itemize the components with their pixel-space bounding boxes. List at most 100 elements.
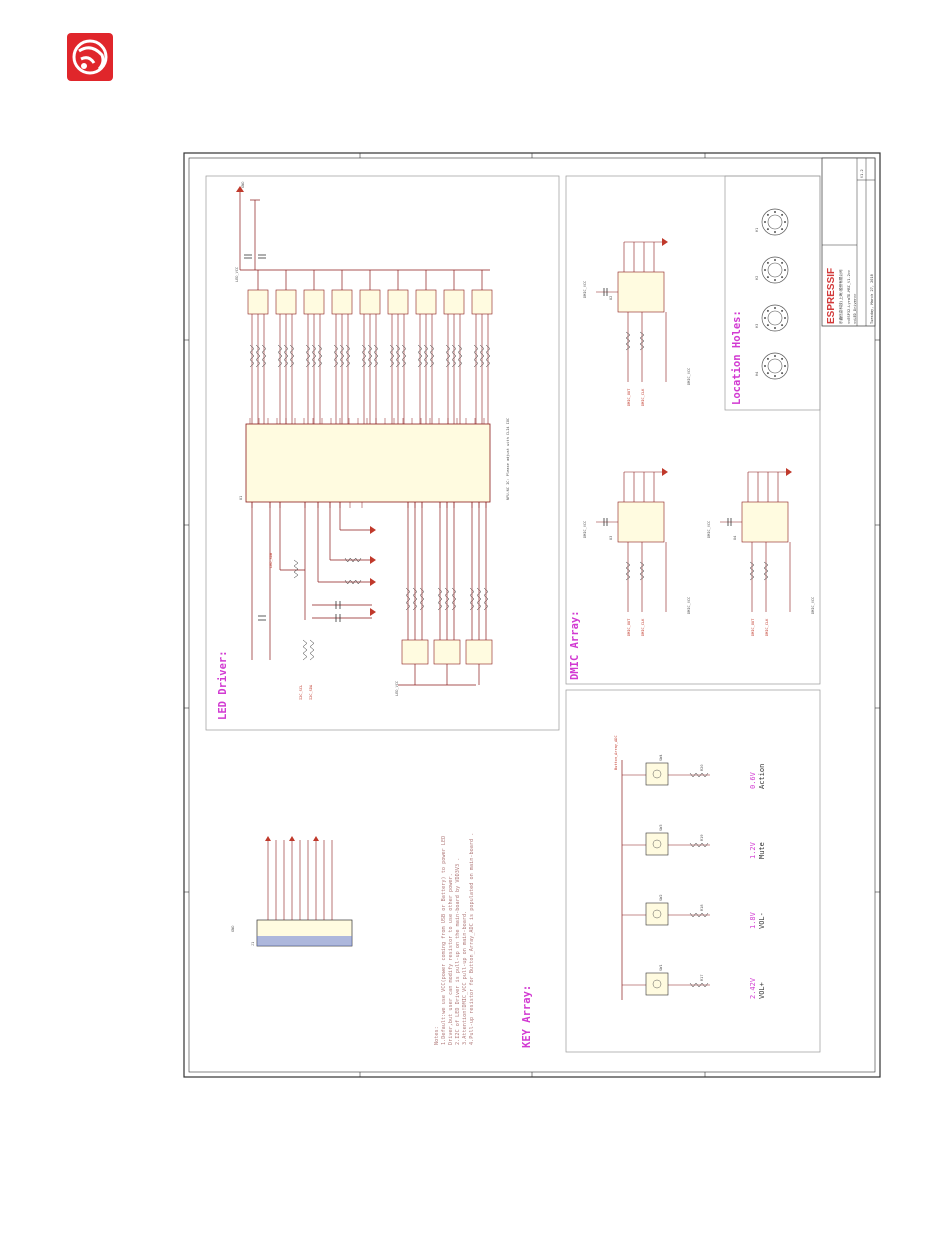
dmic1-ref: U2 xyxy=(609,296,613,300)
title-rev: V1.2 xyxy=(860,169,864,178)
pullup-resistor xyxy=(293,559,299,579)
key-resistor-ref: R20 xyxy=(700,765,704,772)
rext-resistor xyxy=(344,579,362,585)
note-line: 2.I2C of LED Driver is pull-up on the ma… xyxy=(455,858,461,1045)
location-hole-via xyxy=(766,213,769,216)
location-hole-inner xyxy=(767,358,783,374)
rext-resistor xyxy=(344,557,362,563)
bottom-led-resistor xyxy=(476,587,482,611)
dmic1-clk-label: DMIC_CLK xyxy=(641,388,645,406)
led-driver-bottom-wires xyxy=(398,502,487,686)
led-channel-resistor xyxy=(417,344,423,368)
led-driver-ic-note: NFU-NC IC: Please adjust with CLI4 IOC xyxy=(506,418,510,500)
led-channel-resistor xyxy=(451,344,457,368)
location-hole-via xyxy=(784,317,786,319)
led-supply-wires xyxy=(239,190,490,271)
notes: Notes:1.Default:we use VCC(power coming … xyxy=(434,833,475,1045)
location-hole-via xyxy=(766,276,769,279)
bottom-rgb-led xyxy=(401,639,429,665)
dmic2-ref: U3 xyxy=(609,536,613,540)
location-hole-via xyxy=(774,375,776,377)
dmic3-ref: U4 xyxy=(733,536,737,540)
location-hole-via xyxy=(774,327,776,329)
location-hole-via xyxy=(781,372,784,375)
led-sdb-label: LED_SDB xyxy=(269,553,273,568)
connector-gnd-label: GND xyxy=(231,926,235,933)
key-voltage: 1.8V xyxy=(749,911,757,929)
key-switch-body xyxy=(645,972,669,996)
key-name: Mute xyxy=(758,842,766,859)
supply-caps xyxy=(244,254,266,259)
key-resistor xyxy=(689,912,709,918)
location-hole-via xyxy=(764,269,766,271)
title-company-cn: 乐鑫信息科技(上海)股份有限公司 xyxy=(838,269,843,324)
dmic-array-heading: DMIC Array: xyxy=(569,610,581,680)
location-hole-via xyxy=(784,221,786,223)
note-line: Notes: xyxy=(434,1026,440,1045)
led-channel-resistor xyxy=(367,344,373,368)
dmic-gnd-symbol xyxy=(662,468,668,476)
location-hole-ref: H4 xyxy=(755,372,759,376)
location-hole-ref: H3 xyxy=(755,324,759,328)
note-line: 4.Pull-up resistor for Button_Array_ADC … xyxy=(469,833,475,1045)
note-line: 1.Default:we use VCC(power coming from U… xyxy=(441,836,447,1045)
note-line: 3.Attention!DMIC_VCC pull-up on main-boa… xyxy=(462,911,468,1045)
location-hole-via xyxy=(784,365,786,367)
led-channel-resistor xyxy=(473,344,479,368)
led-vcc-bottom-label: LED_VCC xyxy=(395,681,399,696)
rgb-led xyxy=(359,289,381,315)
dmic3-clk-label: DMIC_CLK xyxy=(765,618,769,636)
led-i2c-sda-label: I2C_SDA xyxy=(309,684,313,700)
dmic3-out-label: DMIC_OUT xyxy=(751,618,755,636)
location-hole-via xyxy=(766,324,769,327)
dmic-resistor xyxy=(625,561,631,581)
frame-ticks xyxy=(184,153,880,1077)
led-vcc-label: LED_VCC xyxy=(235,267,239,282)
key-array-heading: KEY Array: xyxy=(521,985,533,1048)
led-driver-ic xyxy=(245,423,491,503)
bottom-rgb-led xyxy=(465,639,493,665)
dmic2-clk-label: DMIC_CLK xyxy=(641,618,645,636)
led-channel-resistor xyxy=(333,344,339,368)
location-hole-via xyxy=(766,261,769,264)
location-hole xyxy=(761,208,789,236)
rgb-led xyxy=(443,289,465,315)
bottom-led-resistor xyxy=(469,587,475,611)
key-switch-ref: SW3 xyxy=(659,825,663,832)
location-holes-heading: Location Holes: xyxy=(731,310,743,405)
note-line: Driver,but user can modify resistor to u… xyxy=(448,873,454,1045)
location-hole-via xyxy=(766,372,769,375)
title-sheet: <<LED_Driver>> xyxy=(853,293,857,324)
bottom-led-resistor xyxy=(444,587,450,611)
location-hole-via xyxy=(774,355,776,357)
i2c-resistor xyxy=(309,639,315,661)
key-switch-button xyxy=(652,769,662,779)
dmic2-out-label: DMIC_OUT xyxy=(627,618,631,636)
location-hole-ref: H2 xyxy=(755,276,759,280)
logo-wave-1 xyxy=(78,46,105,71)
connector-j1-pins xyxy=(257,936,352,946)
key-switch-button xyxy=(652,979,662,989)
key-name: Action xyxy=(758,764,766,789)
led-channel-resistor xyxy=(479,344,485,368)
rgb-led xyxy=(303,289,325,315)
location-hole-via xyxy=(781,324,784,327)
led-channel-resistor xyxy=(423,344,429,368)
rgb-led xyxy=(247,289,269,315)
key-switch-body xyxy=(645,832,669,856)
key-voltage: 1.2V xyxy=(749,841,757,859)
led-channel-resistor xyxy=(389,344,395,368)
location-hole-via xyxy=(764,221,766,223)
rgb-led xyxy=(331,289,353,315)
location-hole-via xyxy=(774,307,776,309)
led-channel-resistor xyxy=(339,344,345,368)
dmic-vcc-label-3: DMIC_VCC xyxy=(707,521,711,538)
key-resistor xyxy=(689,842,709,848)
location-hole xyxy=(761,256,789,284)
dmic-vcc-label-4: DMIC_VCC xyxy=(687,368,691,385)
rgb-led xyxy=(275,289,297,315)
location-hole-via xyxy=(774,259,776,261)
